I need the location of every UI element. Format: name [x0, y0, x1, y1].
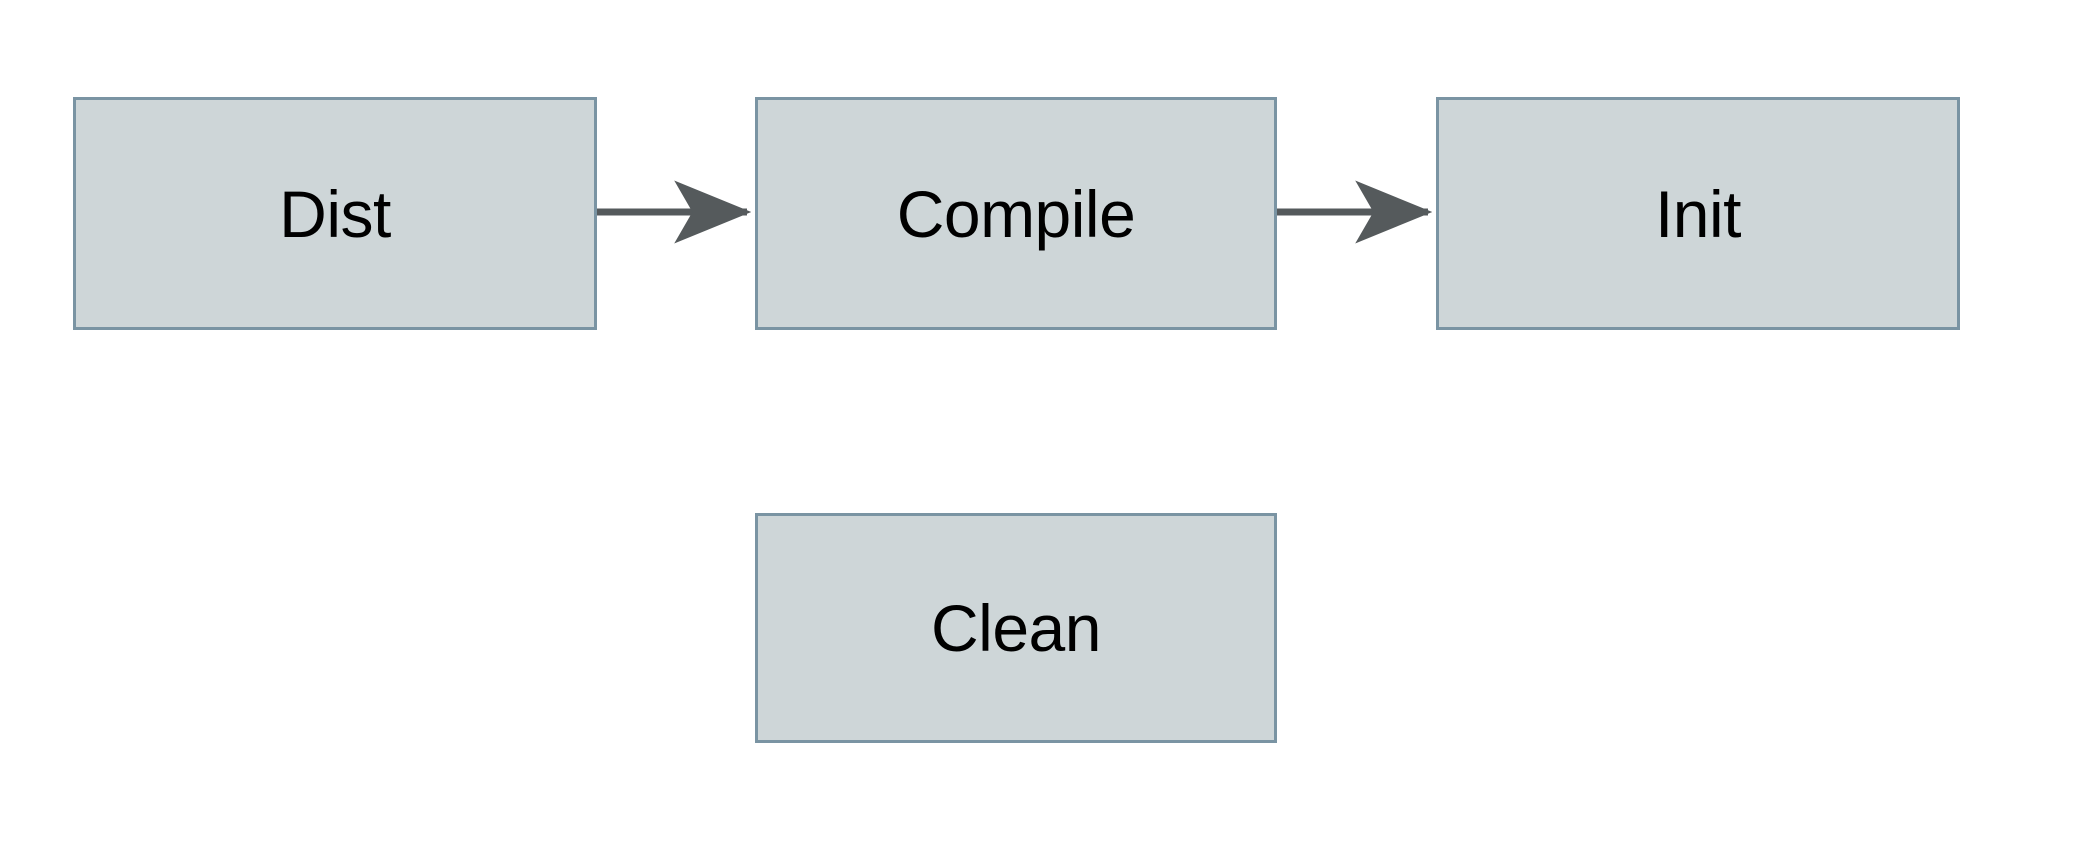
edge-dist-to-compile-hitarea[interactable]	[597, 195, 755, 229]
node-dist-label: Dist	[279, 176, 391, 251]
edge-compile-to-init-hitarea[interactable]	[1277, 195, 1436, 229]
node-clean[interactable]: Clean	[755, 513, 1277, 743]
node-dist[interactable]: Dist	[73, 97, 597, 330]
node-init[interactable]: Init	[1436, 97, 1960, 330]
node-compile-label: Compile	[896, 176, 1136, 251]
node-compile[interactable]: Compile	[755, 97, 1277, 330]
node-clean-label: Clean	[931, 591, 1101, 665]
node-init-label: Init	[1654, 176, 1742, 251]
